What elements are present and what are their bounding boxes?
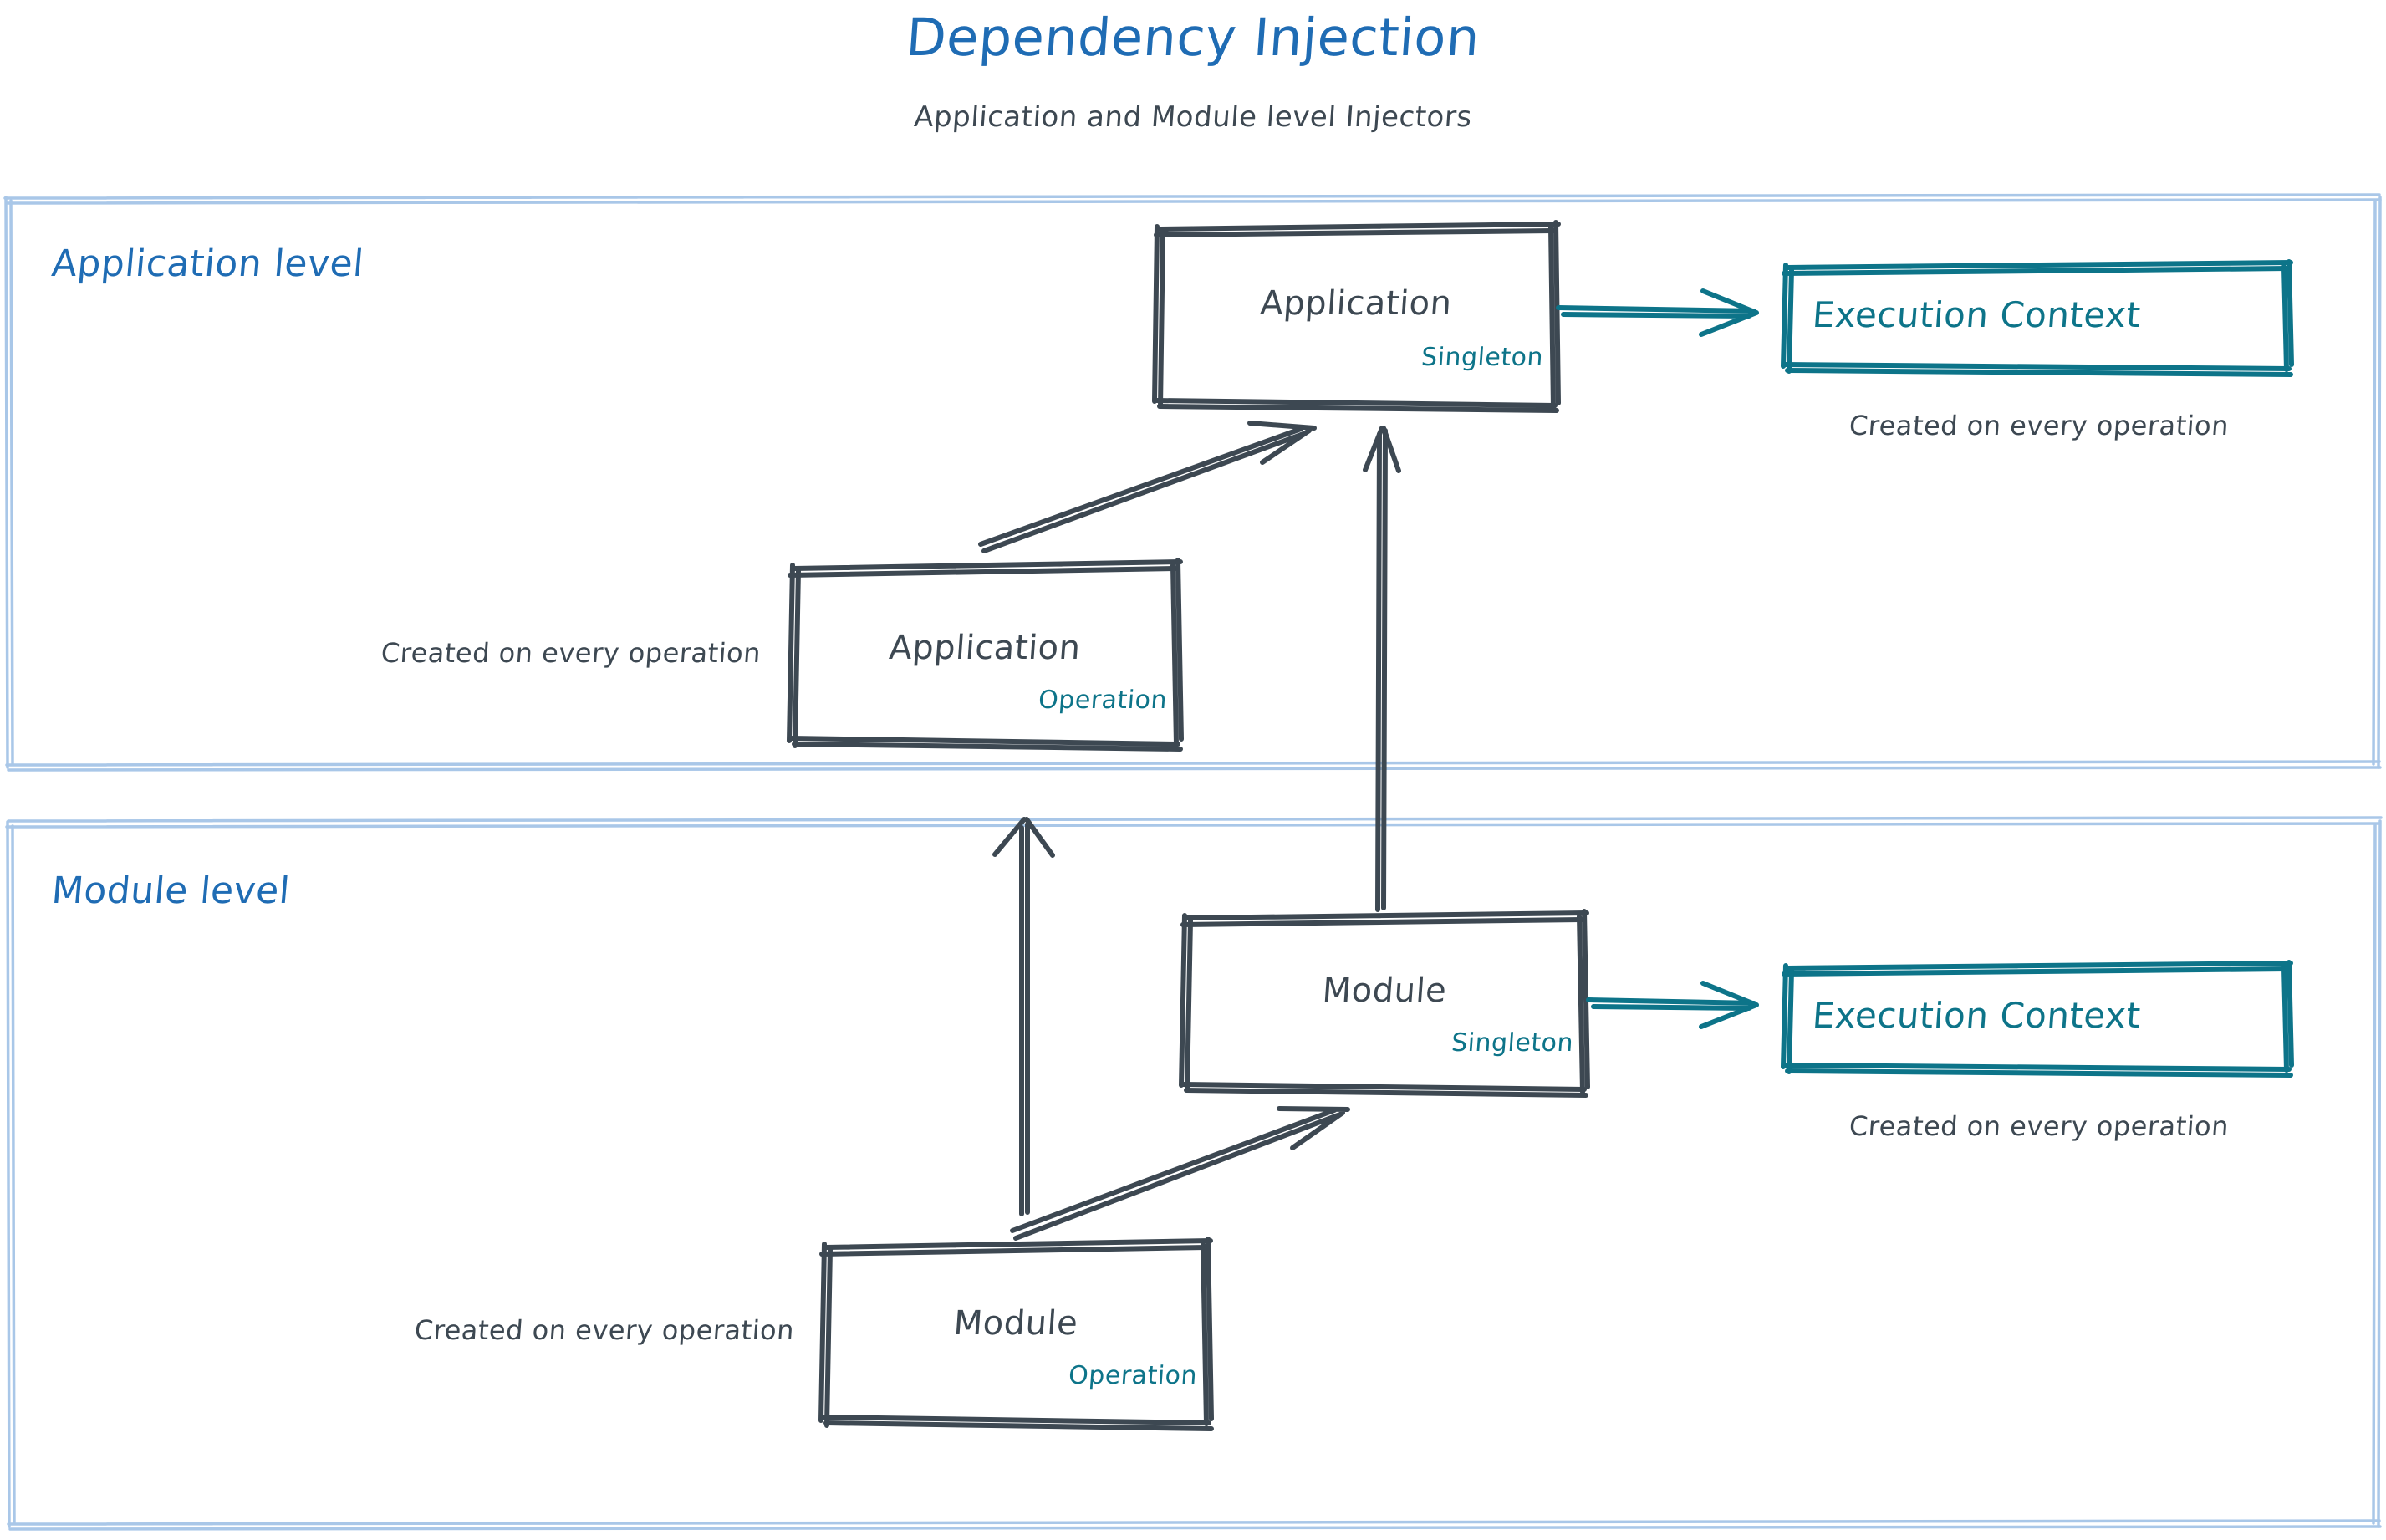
- node-title-module-singleton: Module: [1321, 971, 1448, 1010]
- edge-module-op-to-module-singleton: [1010, 1106, 1350, 1241]
- caption-module-operation: Created on every operation: [413, 1314, 796, 1346]
- panel-label-application-level: Application level: [49, 242, 366, 285]
- node-title-execution-context-module: Execution Context: [1811, 995, 2143, 1036]
- edge-module-singleton-to-exec-context: [1586, 981, 1759, 1029]
- node-title-application-operation: Application: [887, 629, 1083, 667]
- edge-module-singleton-to-app-singleton: [1363, 426, 1401, 912]
- caption-execution-context-module: Created on every operation: [1848, 1110, 2231, 1142]
- page-title: Dependency Injection: [904, 7, 1482, 68]
- node-scope-application-operation: Operation: [1037, 686, 1169, 715]
- node-scope-application-singleton: Singleton: [1420, 343, 1545, 372]
- node-title-execution-context-app: Execution Context: [1811, 294, 2143, 335]
- caption-application-operation: Created on every operation: [380, 637, 762, 669]
- edge-module-op-to-app-op: [992, 817, 1055, 1216]
- caption-execution-context-app: Created on every operation: [1848, 410, 2231, 441]
- edge-app-op-to-app-singleton: [978, 421, 1317, 553]
- node-title-module-operation: Module: [952, 1304, 1079, 1343]
- node-scope-module-singleton: Singleton: [1450, 1028, 1575, 1058]
- node-title-application-singleton: Application: [1258, 284, 1454, 323]
- edge-app-singleton-to-exec-context: [1556, 288, 1759, 337]
- panel-label-module-level: Module level: [49, 869, 292, 912]
- panel-module-level-border: [5, 816, 2383, 1531]
- page-subtitle: Application and Module level Injectors: [913, 100, 1473, 134]
- node-scope-module-operation: Operation: [1067, 1361, 1199, 1390]
